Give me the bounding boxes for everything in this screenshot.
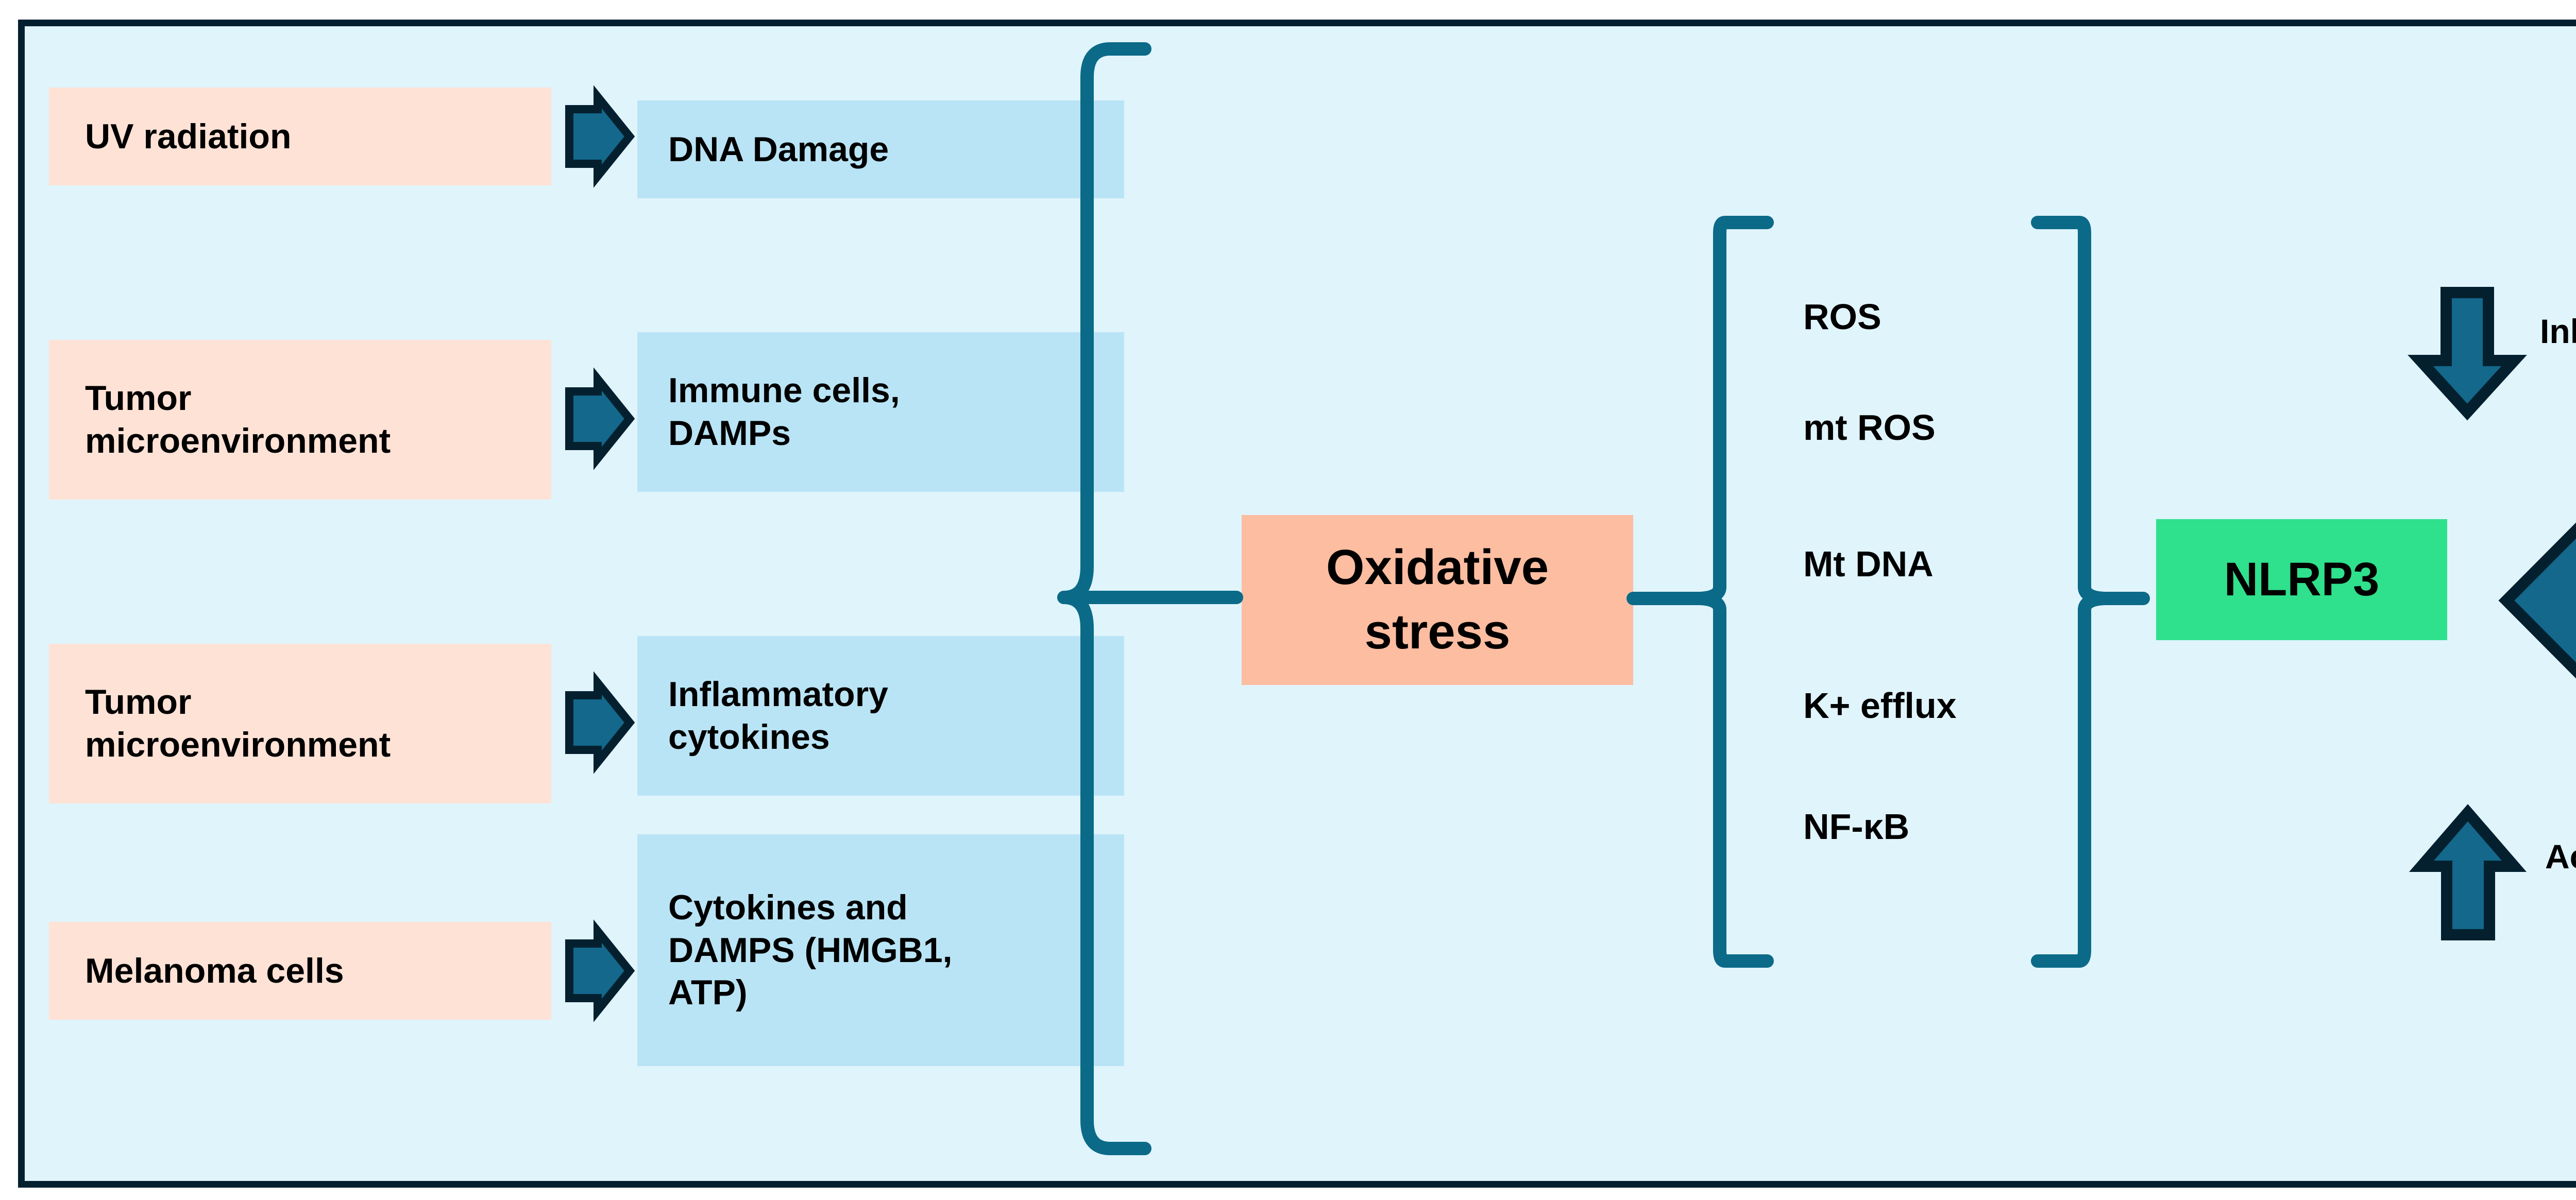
effector-line-1: DNA Damage — [668, 129, 889, 169]
nlrp3-label: NLRP3 — [2224, 553, 2380, 606]
oxidative-stress-box: Oxidative stress — [1242, 515, 1633, 685]
mediator-nf-kb: NF-κB — [1803, 807, 1910, 847]
effector-line-1: Immune cells, — [668, 371, 900, 410]
mediator-mt-dna: Mt DNA — [1803, 544, 1934, 584]
source-box-uv-radiation: UV radiation — [49, 88, 551, 185]
effector-line-1: Cytokines and — [668, 887, 908, 927]
mediator-mt-ros: mt ROS — [1803, 407, 1936, 448]
effector-box-dna-damage: DNA Damage — [637, 100, 1124, 198]
inhibition-label: Inhibition — [2540, 312, 2576, 350]
effector-box-immune-cells-damps: Immune cells, DAMPs — [637, 332, 1124, 492]
source-box-tumor-microenvironment-1: Tumor microenvironment — [49, 340, 551, 500]
source-box-tumor-microenvironment-2: Tumor microenvironment — [49, 644, 551, 803]
mediator-k-efflux: K+ efflux — [1803, 685, 1957, 726]
nlrp3-box: NLRP3 — [2156, 519, 2447, 640]
source-label: Melanoma cells — [85, 951, 344, 990]
source-label: UV radiation — [85, 116, 292, 156]
hub-line-2: stress — [1364, 604, 1511, 659]
effector-line-1: Inflammatory — [668, 675, 888, 714]
activation-label: Activation — [2545, 837, 2576, 876]
effector-line-2: cytokines — [668, 717, 830, 757]
hub-line-1: Oxidative — [1326, 540, 1549, 595]
effector-line-2: DAMPS (HMGB1, — [668, 930, 953, 970]
source-label-line2: microenvironment — [85, 421, 391, 460]
source-box-melanoma-cells: Melanoma cells — [49, 922, 551, 1020]
source-label-line1: Tumor — [85, 379, 192, 418]
source-label-line2: microenvironment — [85, 725, 391, 764]
mediator-ros: ROS — [1803, 297, 1882, 337]
source-label-line1: Tumor — [85, 682, 192, 722]
effector-box-cytokines-damps-hmgb1-atp: Cytokines and DAMPS (HMGB1, ATP) — [637, 834, 1124, 1066]
effector-line-3: ATP) — [668, 973, 748, 1013]
effector-line-2: DAMPs — [668, 414, 791, 453]
effector-box-inflammatory-cytokines: Inflammatory cytokines — [637, 636, 1124, 796]
